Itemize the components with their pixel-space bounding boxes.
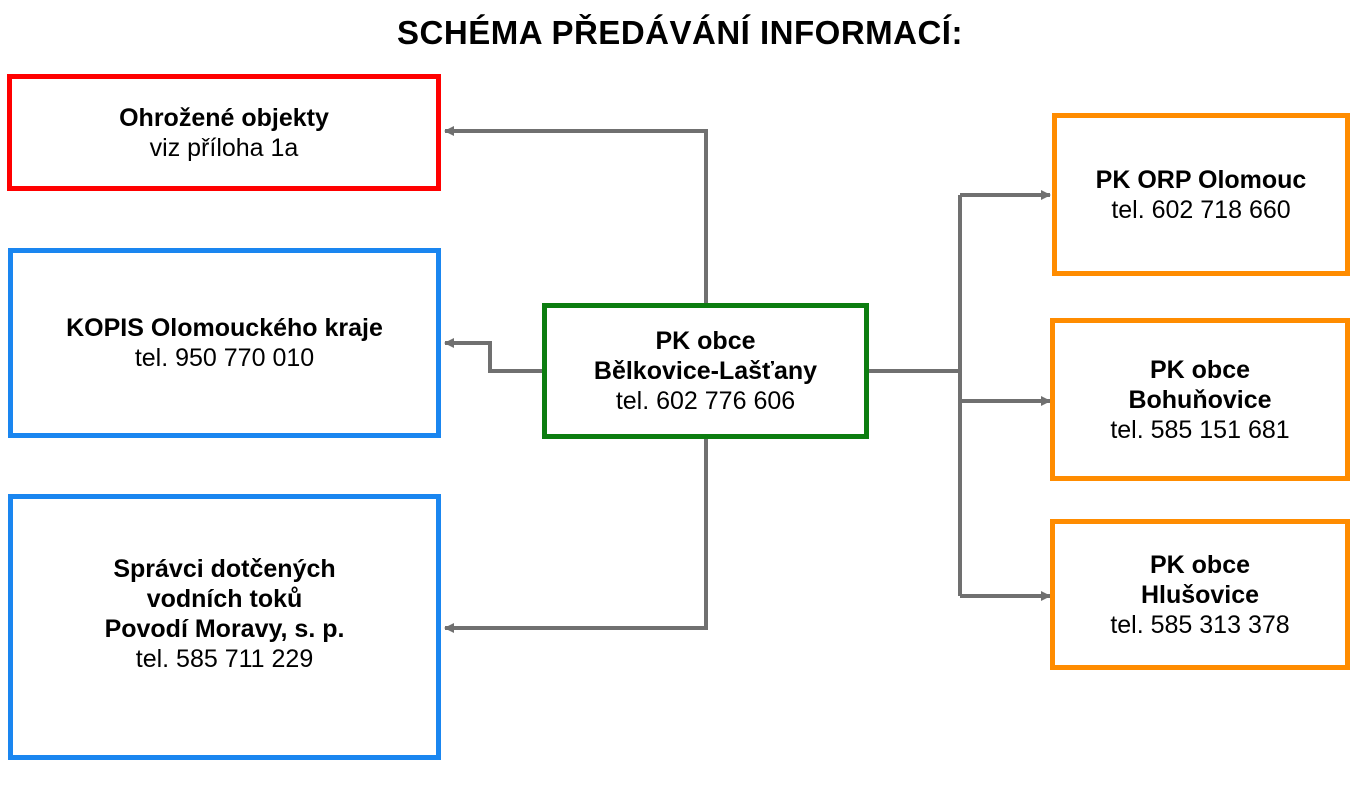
bohunovice-line-1: PK obce — [1149, 355, 1251, 384]
bohunovice-phone: tel. 585 151 681 — [1110, 415, 1290, 444]
bohunovice-box: PK obce Bohuňovice tel. 585 151 681 — [1050, 318, 1350, 481]
connector-to-threatened-objects — [444, 126, 708, 303]
center-line-2: Bělkovice-Lašťany — [593, 357, 818, 385]
hlusovice-box: PK obce Hlušovice tel. 585 313 378 — [1050, 519, 1350, 670]
kopis-phone: tel. 950 770 010 — [134, 344, 315, 372]
connector-to-water-managers — [444, 438, 708, 633]
kopis-box: KOPIS Olomouckého kraje tel. 950 770 010 — [8, 248, 441, 438]
kopis-label: KOPIS Olomouckého kraje — [66, 314, 383, 342]
hlusovice-line-2: Hlušovice — [1140, 580, 1260, 609]
center-phone: tel. 602 776 606 — [615, 387, 796, 415]
orp-olomouc-label: PK ORP Olomouc — [1095, 165, 1307, 194]
orp-olomouc-phone: tel. 602 718 660 — [1111, 195, 1291, 224]
water-managers-line-3: Povodí Moravy, s. p. — [104, 615, 345, 643]
water-managers-box: Správci dotčených vodních toků Povodí Mo… — [8, 494, 441, 760]
threatened-objects-box: Ohrožené objekty viz příloha 1a — [7, 74, 441, 191]
water-managers-line-2: vodních toků — [146, 585, 303, 613]
bohunovice-line-2: Bohuňovice — [1128, 385, 1272, 414]
center-box: PK obce Bělkovice-Lašťany tel. 602 776 6… — [542, 303, 869, 439]
water-managers-phone: tel. 585 711 229 — [135, 645, 314, 673]
threatened-objects-ref: viz příloha 1a — [149, 133, 299, 162]
center-line-1: PK obce — [655, 327, 756, 355]
connector-to-kopis — [444, 338, 543, 373]
hlusovice-phone: tel. 585 313 378 — [1110, 610, 1290, 639]
water-managers-line-1: Správci dotčených — [113, 555, 336, 583]
hlusovice-line-1: PK obce — [1149, 550, 1251, 579]
diagram-title: SCHÉMA PŘEDÁVÁNÍ INFORMACÍ: — [397, 14, 963, 51]
threatened-objects-label: Ohrožené objekty — [119, 103, 329, 132]
orp-olomouc-box: PK ORP Olomouc tel. 602 718 660 — [1052, 113, 1350, 276]
